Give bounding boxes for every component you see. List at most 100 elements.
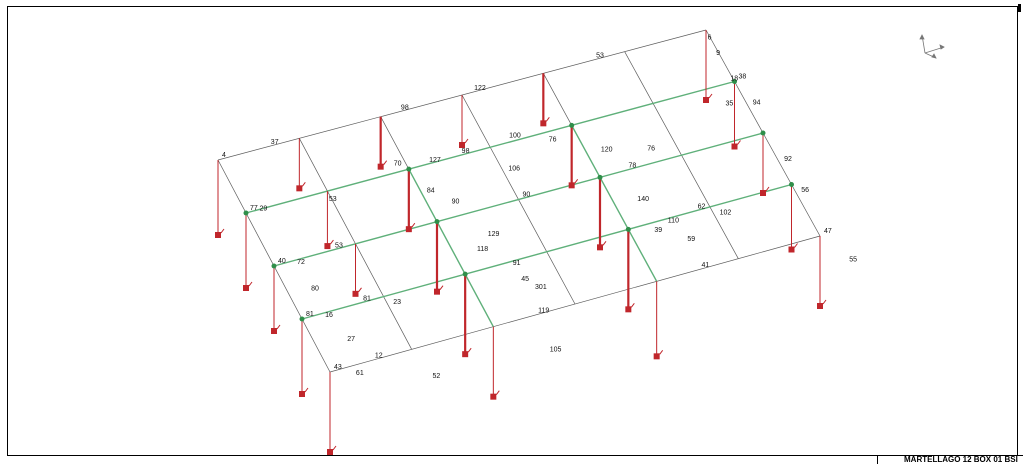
member-label: 6 xyxy=(708,34,712,41)
member-label: 81 xyxy=(306,311,314,318)
member-label: 105 xyxy=(550,346,562,353)
member-label: 129 xyxy=(488,231,500,238)
member-label: 9 xyxy=(716,50,720,57)
member-label: 23 xyxy=(393,299,401,306)
title-block-text: MARTELLAGO 12 BOX 01 BSI xyxy=(904,455,1018,464)
member-label: 120 xyxy=(601,146,613,153)
axis-triad-icon xyxy=(919,34,945,59)
support-icon xyxy=(220,228,225,234)
node[interactable] xyxy=(760,130,766,136)
support-icon xyxy=(708,93,713,99)
member-label: 55 xyxy=(849,257,857,264)
beam-line xyxy=(408,168,494,327)
member-label: 53 xyxy=(335,242,343,249)
support-icon xyxy=(301,182,306,187)
member-label: 122 xyxy=(474,85,486,92)
member-label: 78 xyxy=(628,163,636,170)
member-label: 98 xyxy=(462,148,470,155)
member-label: 39 xyxy=(654,227,662,234)
title-block: MARTELLAGO 12 BOX 01 BSI xyxy=(877,455,1023,464)
support-icon xyxy=(271,328,277,334)
member-label: 38 xyxy=(739,74,747,81)
member-label: 90 xyxy=(523,192,531,199)
support-icon xyxy=(659,350,664,355)
support-icon xyxy=(653,353,660,360)
node[interactable] xyxy=(271,263,277,269)
support-icon xyxy=(731,143,738,150)
member-label: 76 xyxy=(549,137,557,144)
support-icon xyxy=(324,243,331,250)
member-label: 102 xyxy=(720,209,732,216)
member-label: 80 xyxy=(311,285,319,292)
member-label: 53 xyxy=(329,196,337,203)
support-icon xyxy=(330,239,334,245)
member-label: 29 xyxy=(260,205,268,212)
support-icon xyxy=(411,222,416,228)
support-icon xyxy=(630,303,635,308)
node[interactable] xyxy=(434,219,440,225)
support-icon xyxy=(822,299,827,305)
support-icon xyxy=(215,232,221,238)
node[interactable] xyxy=(299,316,305,322)
beam-line xyxy=(245,80,735,214)
support-icon xyxy=(765,186,770,192)
member-label: 110 xyxy=(668,218,679,225)
member-label: 98 xyxy=(401,104,409,111)
member-label: 47 xyxy=(824,228,832,235)
beam-line xyxy=(571,124,658,282)
support-icon xyxy=(304,387,309,393)
support-icon xyxy=(788,246,795,253)
node[interactable] xyxy=(732,79,737,84)
node[interactable] xyxy=(462,271,468,277)
member-label: 76 xyxy=(647,146,655,153)
node[interactable] xyxy=(789,182,794,187)
node[interactable] xyxy=(569,122,575,128)
support-icon xyxy=(597,244,603,251)
member-label: 35 xyxy=(725,101,733,108)
support-icon xyxy=(737,140,741,145)
member-label: 4 xyxy=(222,152,226,159)
member-label: 62 xyxy=(698,203,706,210)
member-label: 61 xyxy=(356,370,364,377)
support-icon xyxy=(248,281,253,287)
support-icon xyxy=(276,324,281,330)
support-icon xyxy=(625,306,632,313)
support-icon xyxy=(574,179,579,184)
corner-marker xyxy=(1018,4,1021,12)
node[interactable] xyxy=(597,174,603,180)
node[interactable] xyxy=(406,166,412,172)
member-label: 91 xyxy=(513,260,521,267)
member-label: 94 xyxy=(753,99,761,106)
support-icon xyxy=(568,182,575,189)
member-label: 41 xyxy=(702,262,710,269)
member-label: 106 xyxy=(508,165,520,172)
member-label: 90 xyxy=(452,199,460,206)
node[interactable] xyxy=(625,226,631,232)
member-label: 52 xyxy=(433,373,441,380)
support-icon xyxy=(703,97,709,103)
member-label: 37 xyxy=(271,139,279,146)
support-icon xyxy=(459,142,465,148)
support-icon xyxy=(327,449,333,455)
support-icon xyxy=(383,160,388,165)
member-label: 18 xyxy=(730,76,738,83)
support-icon xyxy=(545,117,550,122)
member-label: 118 xyxy=(477,246,488,253)
member-label: 16 xyxy=(325,312,333,319)
support-icon xyxy=(243,285,249,291)
support-icon xyxy=(299,391,305,397)
support-icon xyxy=(434,288,440,295)
member-label: 301 xyxy=(535,284,547,291)
drawing-frame xyxy=(7,6,1018,456)
support-icon xyxy=(464,138,469,144)
member-label: 127 xyxy=(429,157,441,164)
support-icon xyxy=(462,351,469,358)
node[interactable] xyxy=(243,210,249,216)
support-icon xyxy=(332,445,337,451)
member-label: 84 xyxy=(427,187,435,194)
member-label: 45 xyxy=(521,276,529,283)
support-icon xyxy=(540,120,547,127)
support-icon xyxy=(490,393,497,400)
